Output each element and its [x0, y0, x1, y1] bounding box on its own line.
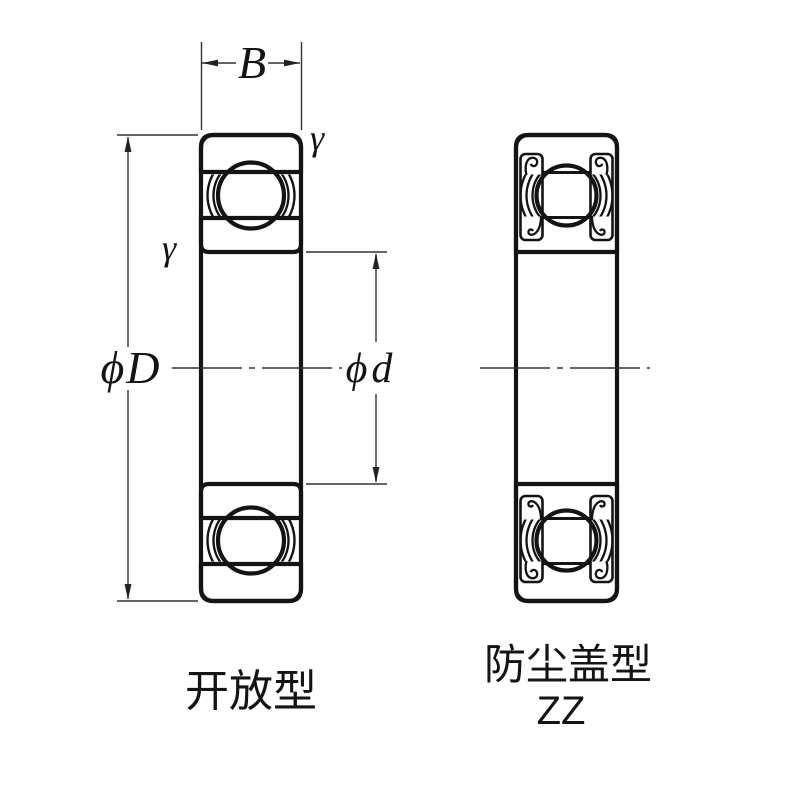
open-raceway-arcs-bottom: [206, 519, 296, 562]
phiD-arrow-up: [124, 136, 132, 152]
label-bore-diameter: ϕd: [346, 346, 397, 392]
open-ball-bottom: [215, 505, 287, 576]
caption-shielded-code-zz: ZZ: [537, 689, 586, 733]
open-raceway-arcs-top: [206, 174, 296, 217]
dimension-width-B: B: [200, 37, 303, 130]
open-ball-top: [215, 160, 287, 231]
zz-shield-arcs-bottom: [519, 519, 614, 562]
zz-ball-top: [534, 163, 599, 228]
open-inner-ring-bottom: [198, 481, 304, 521]
zz-shield-feet: [527, 215, 606, 521]
dimension-bore-diameter: ϕd: [306, 251, 397, 485]
label-chamfer-top: γ: [310, 118, 325, 158]
zz-ring-section-bottom: [513, 481, 620, 604]
phid-arrow-up: [372, 253, 380, 269]
phid-arrow-down: [372, 467, 380, 483]
zz-shield-arcs-top: [519, 174, 614, 217]
zz-raceway-lines: [543, 171, 590, 565]
zz-ring-section-top: [513, 132, 620, 255]
zz-shield-curls: [524, 156, 609, 580]
open-outer-ring-bottom: [198, 561, 304, 604]
phiD-arrow-down: [124, 584, 132, 600]
dimension-outer-diameter: ϕD: [100, 134, 198, 602]
open-inner-ring-top: [198, 215, 304, 255]
caption-shielded-type: 防尘盖型: [484, 643, 652, 689]
label-outer-diameter: ϕD: [100, 342, 161, 393]
label-chamfer-side: γ: [162, 228, 177, 268]
zz-ball-bottom: [534, 508, 599, 573]
b-arrow-left: [202, 59, 218, 67]
open-outer-ring-top: [198, 132, 304, 175]
label-width-B: B: [238, 37, 266, 88]
caption-open-type: 开放型: [185, 667, 317, 716]
b-arrow-right: [284, 59, 300, 67]
